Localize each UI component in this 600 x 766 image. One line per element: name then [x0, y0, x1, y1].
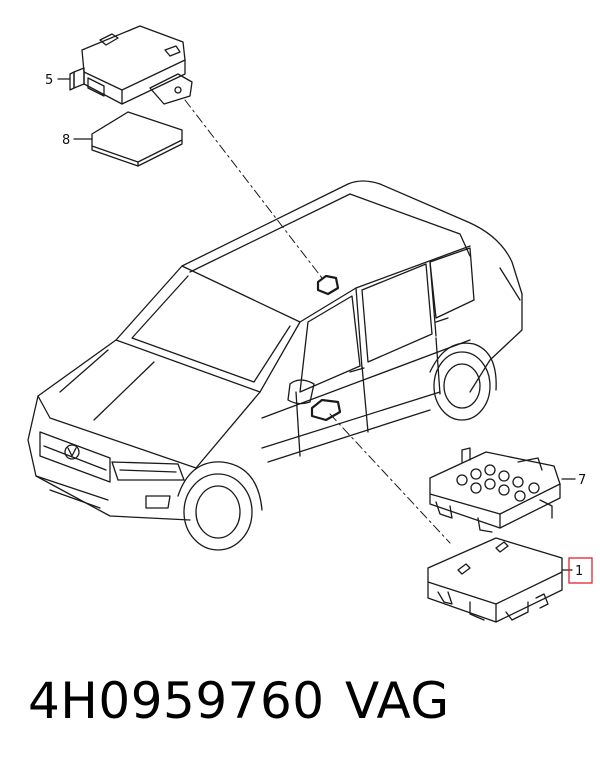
callout-1: 1: [575, 564, 583, 579]
connector-dashed-lower: [329, 413, 451, 544]
part-5-sensor-module: [69, 25, 193, 105]
callout-7: 7: [578, 473, 586, 488]
callout-8: 8: [62, 133, 70, 148]
connector-dashed-upper: [184, 99, 323, 279]
callout-5: 5: [45, 73, 53, 88]
part-number: 4H0959760: [28, 672, 325, 730]
car-outline: [27, 180, 523, 551]
part-1-control-unit: [427, 537, 563, 623]
part-7-relay-carrier: [429, 447, 561, 533]
callout-1-highlight-box: [568, 557, 593, 584]
brand-label: VAG: [345, 672, 450, 730]
part-8-pad: [91, 111, 183, 167]
